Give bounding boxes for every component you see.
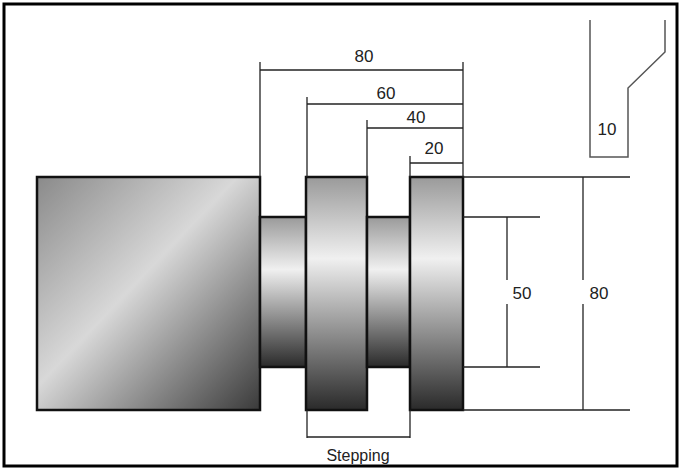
- dimension-value: 50: [512, 284, 533, 303]
- shaft: [37, 177, 463, 410]
- dimension-value: 40: [407, 109, 426, 126]
- tool-width-value: 10: [598, 121, 617, 138]
- annotation-text: Stepping: [326, 448, 389, 464]
- dimension-value: 80: [589, 284, 610, 303]
- cutting-tool: [590, 20, 665, 157]
- dimension-value: 60: [377, 85, 396, 102]
- dimension-value: 80: [355, 48, 374, 65]
- frame: [4, 4, 677, 466]
- dimension-lines: [260, 62, 630, 438]
- dimension-value: 20: [425, 140, 444, 157]
